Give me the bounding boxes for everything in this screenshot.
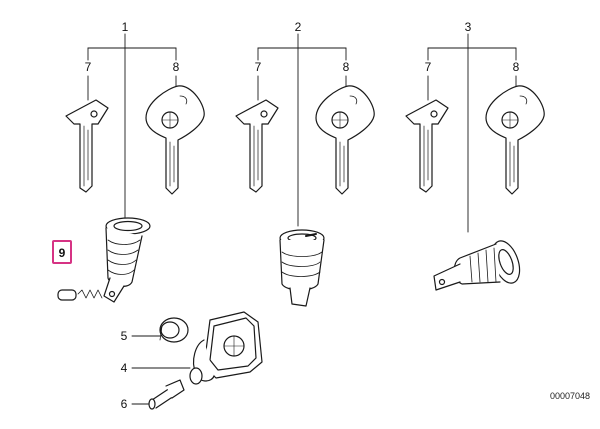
lock-cylinder-2	[279, 229, 325, 307]
small-key-3	[405, 99, 449, 193]
callout-part-5[interactable]: 5	[120, 329, 128, 343]
master-key-1	[145, 85, 205, 195]
screw-part	[148, 379, 185, 410]
small-key-1	[65, 99, 109, 193]
diagram-code: 00007048	[549, 391, 590, 401]
callout-part-6[interactable]: 6	[120, 397, 128, 411]
leader-lines	[87, 33, 517, 405]
cap-part	[159, 317, 189, 343]
callout-part-9-label: 9	[58, 246, 66, 260]
small-key-2	[235, 99, 279, 193]
callout-set-1[interactable]: 1	[121, 20, 129, 34]
callout-key-master-3[interactable]: 8	[512, 60, 520, 74]
callout-set-2[interactable]: 2	[294, 20, 302, 34]
master-key-3	[485, 85, 545, 195]
callout-key-small-2[interactable]: 7	[254, 60, 262, 74]
housing-plate	[189, 311, 263, 385]
callout-key-master-2[interactable]: 8	[342, 60, 350, 74]
callout-set-3[interactable]: 3	[464, 20, 472, 34]
callout-part-4[interactable]: 4	[120, 361, 128, 375]
lock-cylinder-3	[433, 240, 521, 291]
lock-cylinder-1	[57, 217, 151, 303]
callout-key-small-1[interactable]: 7	[84, 60, 92, 74]
callout-key-small-3[interactable]: 7	[424, 60, 432, 74]
master-key-2	[315, 85, 375, 195]
callout-key-master-1[interactable]: 8	[172, 60, 180, 74]
callout-part-9-selected[interactable]: 9	[52, 240, 72, 264]
